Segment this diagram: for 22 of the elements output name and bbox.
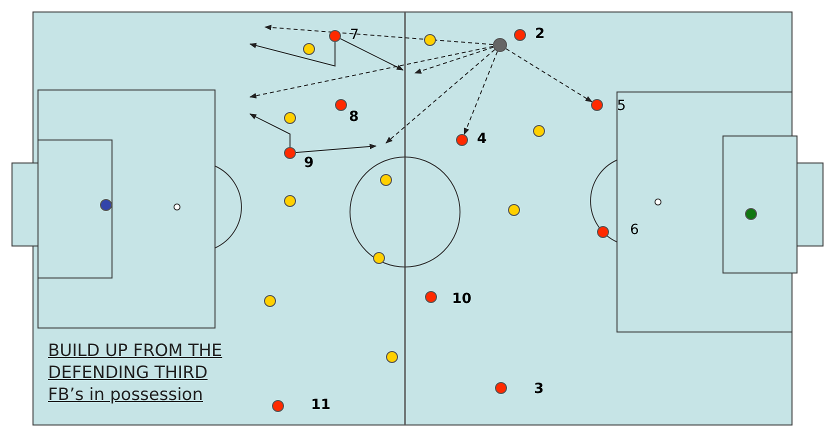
player-number: 4 xyxy=(477,131,487,147)
player-number: 5 xyxy=(617,98,626,114)
player-number: 7 xyxy=(350,27,359,43)
pass-arrow xyxy=(249,46,494,98)
pass-arrow xyxy=(264,24,494,45)
pass-arrow xyxy=(385,49,496,144)
pass-arrow xyxy=(506,48,592,102)
subtitle: FB’s in possession xyxy=(48,384,203,406)
run-arrow xyxy=(296,144,377,153)
run-arrow xyxy=(340,38,404,70)
diagram-title: BUILD UP FROM THE DEFENDING THIRD xyxy=(48,340,224,384)
player-number: 9 xyxy=(304,155,314,171)
run-arrow xyxy=(249,42,336,67)
run-arrow xyxy=(249,114,290,148)
player-number: 8 xyxy=(349,109,359,125)
player-number: 3 xyxy=(534,381,544,397)
player-number: 11 xyxy=(311,397,330,413)
pass-arrow xyxy=(414,46,494,74)
pass-arrow xyxy=(464,51,498,136)
player-number: 6 xyxy=(630,222,639,238)
player-number: 10 xyxy=(452,291,472,307)
player-number: 2 xyxy=(535,26,545,42)
